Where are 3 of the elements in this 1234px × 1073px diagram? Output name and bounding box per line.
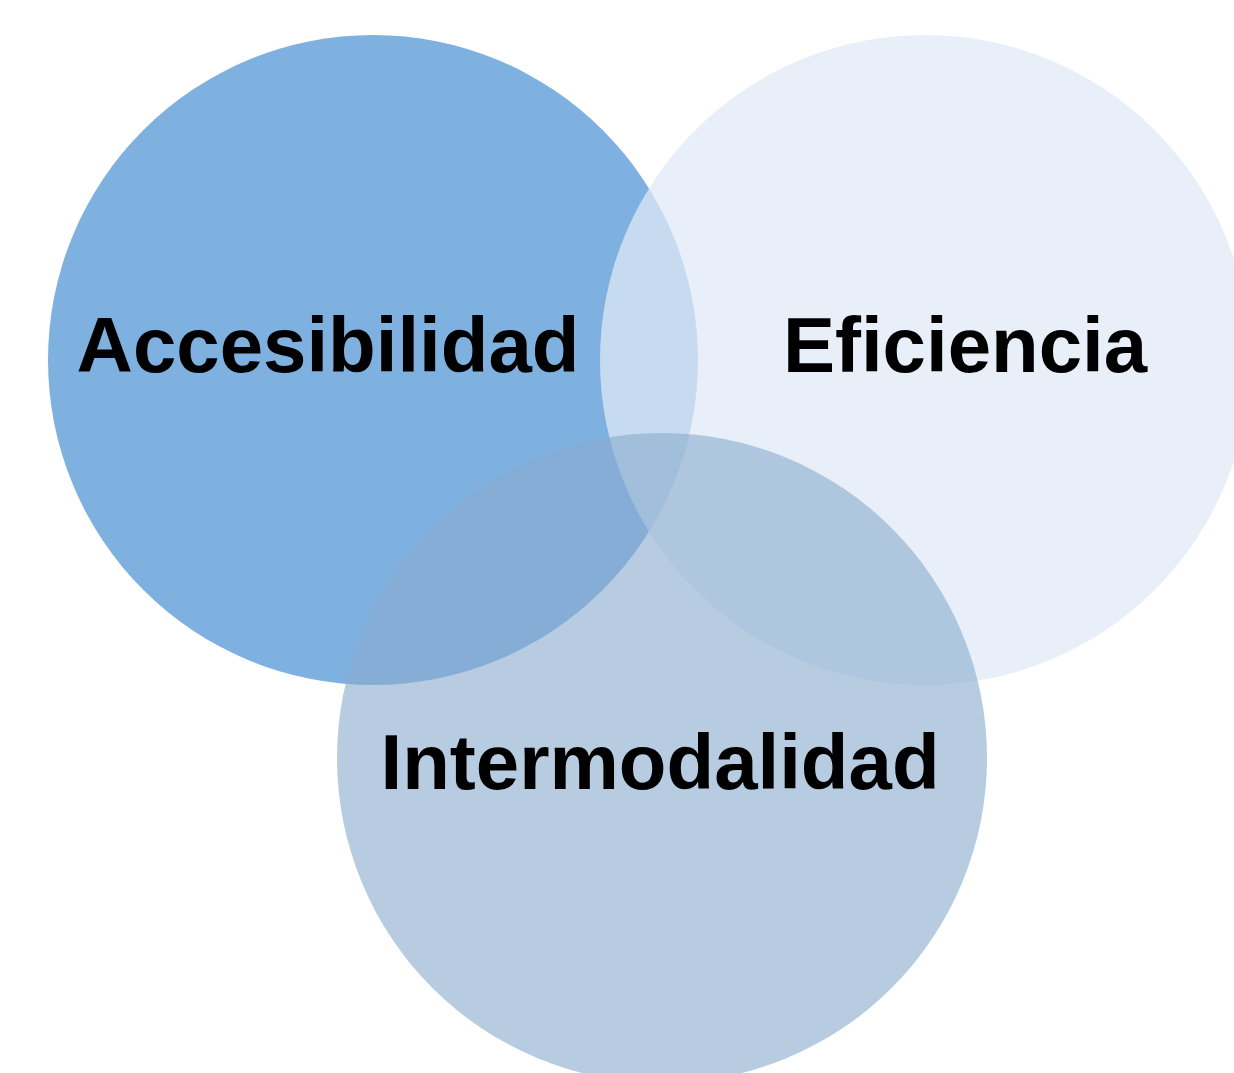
circle-label: Eficiencia [782,306,1148,384]
circle-label: Intermodalidad [380,723,940,801]
circle-label: Accesibilidad [76,306,580,384]
